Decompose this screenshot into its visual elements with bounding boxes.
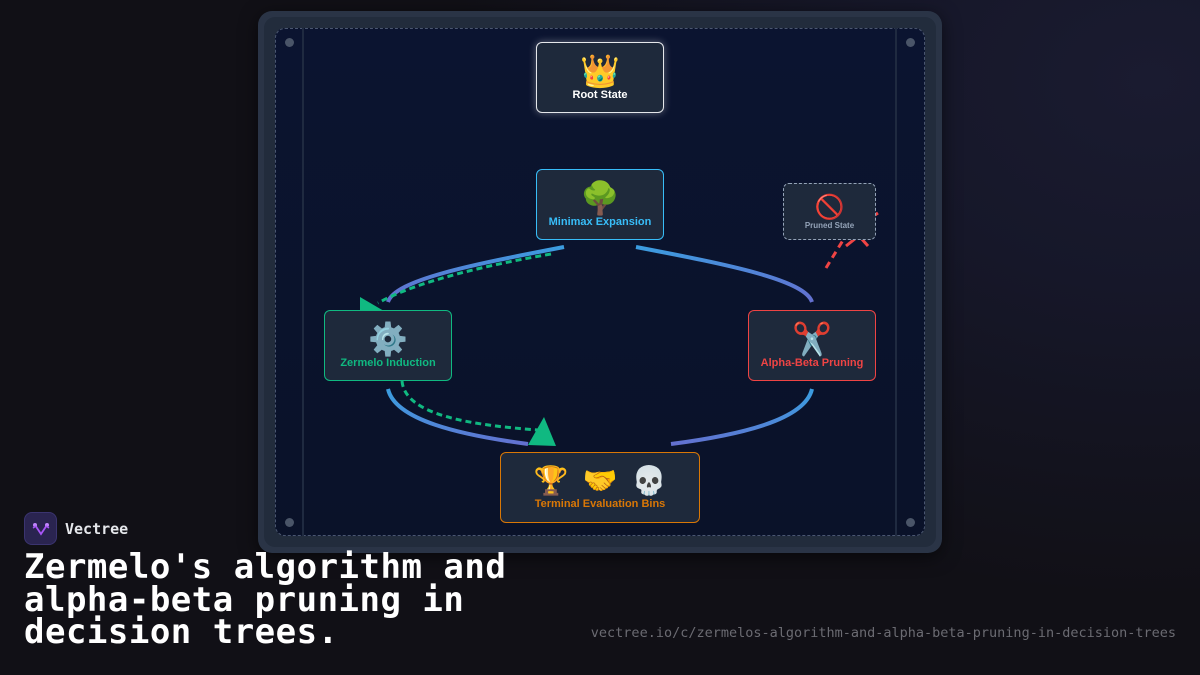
node-label: Alpha-Beta Pruning — [760, 357, 864, 369]
tree-icon: 🌳 — [580, 179, 620, 217]
node-label: Root State — [572, 89, 628, 101]
node-label: Zermelo Induction — [340, 357, 436, 369]
node-label: Terminal Evaluation Bins — [534, 498, 666, 510]
gear-icon: ⚙️ — [368, 320, 408, 358]
edge-dashed-zermelo-terminal — [400, 380, 539, 432]
screw-bottom-right — [906, 518, 915, 527]
vectree-logo-icon — [24, 512, 57, 545]
left-rail — [302, 28, 304, 536]
screw-top-left — [285, 38, 294, 47]
brand-name: Vectree — [65, 519, 129, 538]
right-rail — [895, 28, 897, 536]
edge-alphabeta-terminal — [670, 388, 814, 446]
scissors-icon: ✂️ — [792, 320, 832, 358]
crown-icon: 👑 — [580, 52, 620, 90]
node-zermelo-induction[interactable]: ⚙️ Zermelo Induction — [324, 310, 452, 381]
prohibited-icon: 🚫 — [814, 192, 845, 221]
brand: Vectree — [24, 512, 128, 545]
edge-zermelo-terminal — [386, 388, 529, 446]
edge-dashed-minimax-zermelo — [377, 252, 552, 305]
trophy-icon: 🏆 — [533, 464, 569, 497]
node-label: Minimax Expansion — [548, 216, 652, 228]
arrowhead-terminal — [528, 417, 556, 446]
node-terminal-evaluation-bins[interactable]: 🏆 🤝 💀 Terminal Evaluation Bins — [500, 452, 700, 523]
page-title: Zermelo's algorithm and alpha-beta pruni… — [24, 547, 507, 652]
page-url[interactable]: vectree.io/c/zermelos-algorithm-and-alph… — [590, 625, 1176, 641]
node-root-state[interactable]: 👑 Root State — [536, 42, 664, 113]
node-minimax-expansion[interactable]: 🌳 Minimax Expansion — [536, 169, 664, 240]
screw-top-right — [906, 38, 915, 47]
edge-minimax-alphabeta — [635, 245, 814, 303]
node-pruned-state[interactable]: 🚫 Pruned State — [783, 183, 876, 240]
screw-bottom-left — [285, 518, 294, 527]
skull-icon: 💀 — [631, 464, 667, 497]
node-alpha-beta-pruning[interactable]: ✂️ Alpha-Beta Pruning — [748, 310, 876, 381]
node-label: Pruned State — [804, 220, 855, 230]
handshake-icon: 🤝 — [582, 464, 618, 497]
